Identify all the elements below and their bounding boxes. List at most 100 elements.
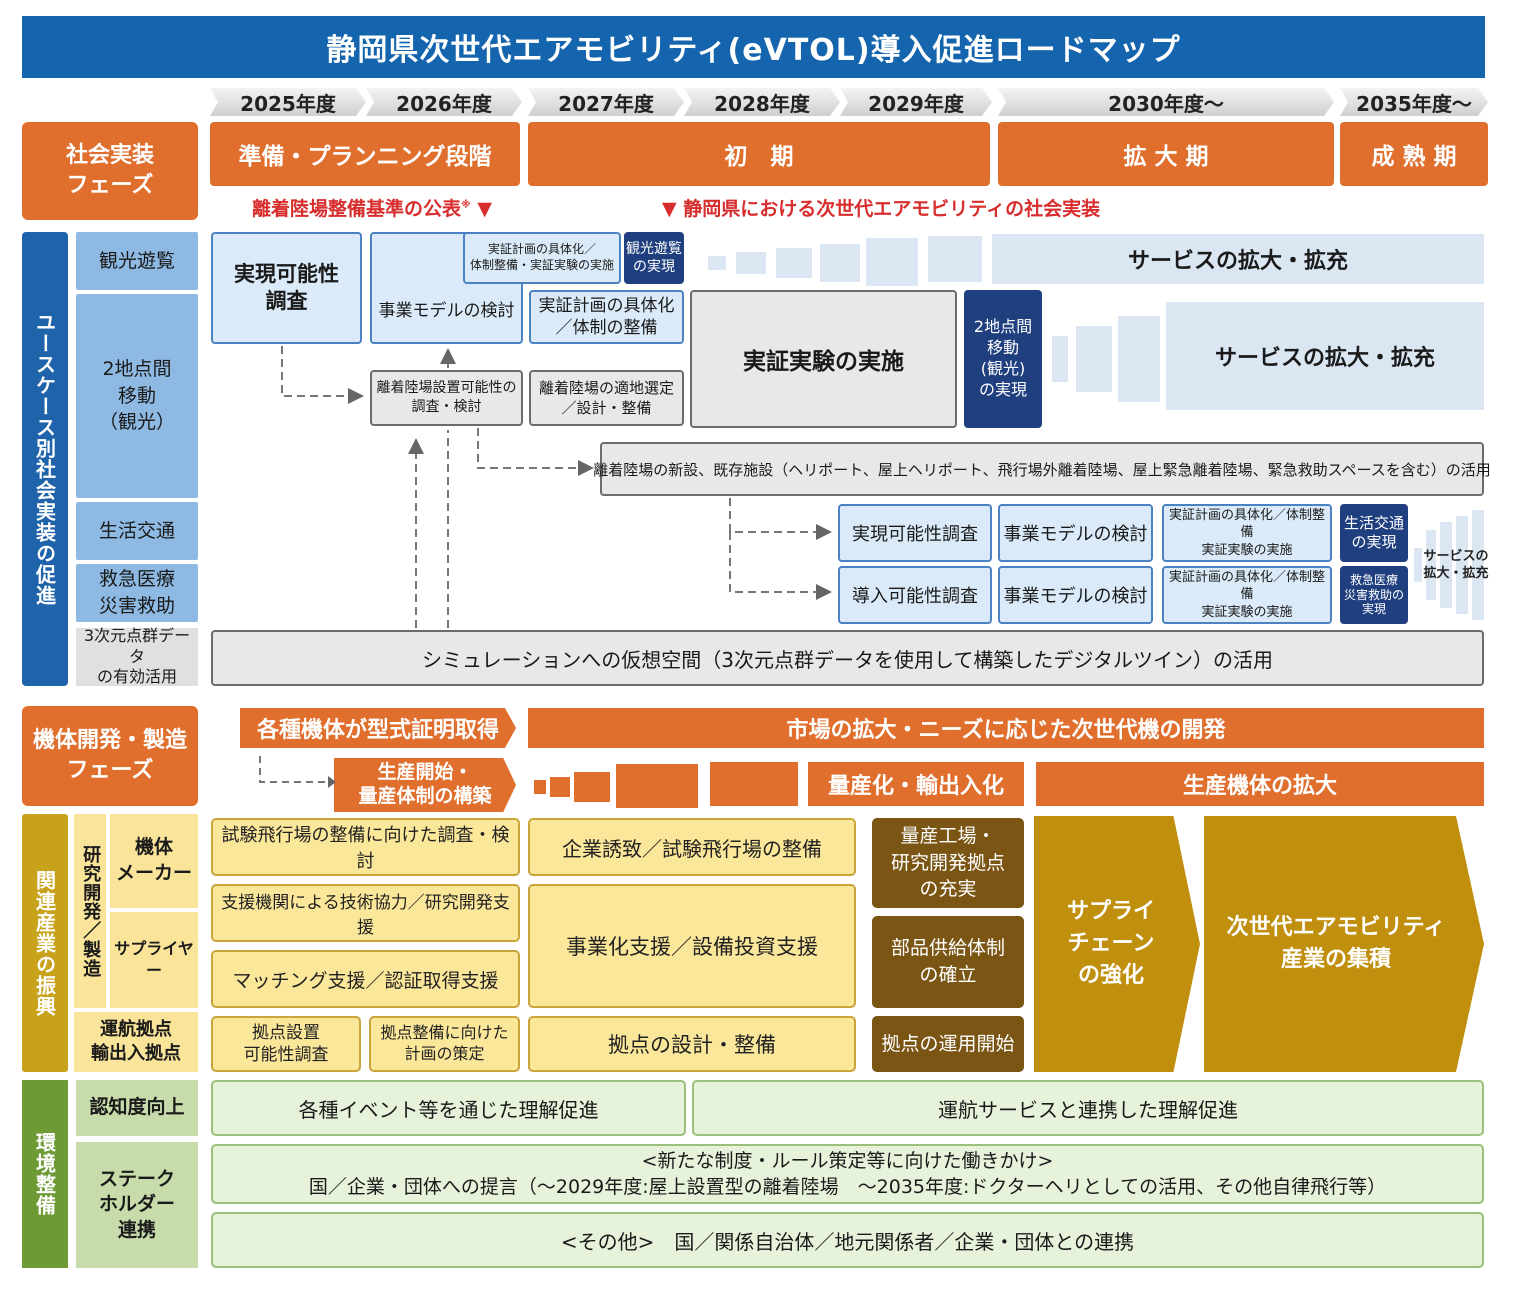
mass-export-bar: 量産化・輸出入化 — [808, 762, 1024, 806]
growth-block — [574, 772, 610, 802]
life-business-model-box: 事業モデルの検討 — [998, 504, 1153, 562]
milestone-triangle-icon: ▼ — [477, 198, 492, 220]
type-cert-bar: 各種機体が型式証明取得 — [240, 708, 516, 748]
service-expand-block — [1414, 548, 1422, 582]
parts-supply-box: 部品供給体制 の確立 — [872, 916, 1024, 1008]
plan-concrete-box: 実証計画の具体化 ／体制の整備 — [529, 290, 684, 344]
page-title: 静岡県次世代エアモビリティ(eVTOL)導入促進ロードマップ — [22, 16, 1485, 78]
events-box: 各種イベント等を通じた理解促進 — [211, 1080, 686, 1136]
next-gen-bar: 市場の拡大・ニーズに応じた次世代機の開発 — [528, 708, 1484, 748]
base-feasibility-box: 拠点設置 可能性調査 — [211, 1016, 361, 1072]
service-expand-block — [736, 252, 766, 274]
category-life-transport: 生活交通 — [76, 502, 198, 560]
growth-block — [550, 777, 570, 797]
rules-body: 国／企業・団体への提言（〜2029年度:屋上設置型の離着陸場 〜2035年度:ド… — [308, 1175, 1387, 1198]
service-expand-block — [1456, 516, 1468, 614]
life-plan-demo-box: 実証計画の具体化／体制整備 実証実験の実施 — [1162, 504, 1332, 562]
service-expand-block — [928, 236, 982, 282]
emergency-plan-demo-box: 実証計画の具体化／体制整備 実証実験の実施 — [1162, 566, 1332, 624]
milestone-implementation: ▼ 静岡県における次世代エアモビリティの社会実装 — [662, 194, 1100, 221]
social-phase-label: 社会実装 フェーズ — [22, 122, 198, 220]
supply-chain-arrow: サプライ チェーン の強化 — [1034, 816, 1200, 1072]
rules-box: <新たな制度・ルール策定等に向けた働きかけ> 国／企業・団体への提言（〜2029… — [211, 1144, 1484, 1204]
environment-section-text: 環境整備 — [32, 1132, 57, 1216]
phase-initial: 初 期 — [528, 122, 990, 186]
service-expand-block — [776, 248, 812, 278]
demo-box: 実証実験の実施 — [690, 290, 957, 428]
category-emergency: 救急医療 災害救助 — [76, 564, 198, 622]
service-expand-block — [1472, 510, 1484, 620]
category-3d-data: 3次元点群データ の有効活用 — [76, 626, 198, 686]
year-2035-plus: 2035年度〜 — [1340, 88, 1488, 116]
life-feasibility-box: 実現可能性調査 — [838, 504, 992, 562]
dashed-arrow — [281, 346, 364, 404]
category-sightseeing: 観光遊覧 — [76, 232, 198, 290]
p2p-realized-box: 2地点間 移動 (観光) の実現 — [964, 290, 1042, 428]
growth-block — [534, 780, 546, 794]
year-2029: 2029年度 — [840, 88, 992, 116]
dashed-arrow — [729, 532, 832, 600]
base-label: 運航拠点 輸出入拠点 — [74, 1012, 198, 1072]
milestone-triangle-icon: ▼ — [662, 198, 677, 220]
service-expand-block — [1076, 326, 1112, 392]
industry-section-label: 関連産業の振興 — [22, 814, 68, 1072]
service-expand-block — [708, 256, 726, 270]
usecase-section-text: ユースケース別社会実装の促進 — [32, 312, 57, 606]
vertiport-select-box: 離着陸場の適地選定 ／設計・整備 — [529, 370, 684, 426]
dashed-arrow — [477, 428, 594, 476]
environment-section-label: 環境整備 — [22, 1080, 68, 1268]
dashed-arrow — [259, 756, 328, 783]
service-expand-block — [1426, 530, 1436, 600]
others-box: <その他> 国／関係自治体／地元関係者／企業・団体との連携 — [211, 1212, 1484, 1268]
rd-manufacturing-text: 研究開発／製造 — [80, 844, 102, 978]
year-2027: 2027年度 — [528, 88, 684, 116]
service-expand-sightseeing: サービスの拡大・拡充 — [992, 234, 1484, 284]
service-expand-block — [1052, 336, 1068, 382]
test-field-survey-box: 試験飛行場の整備に向けた調査・検討 — [211, 818, 520, 876]
service-expand-block — [1118, 316, 1160, 402]
expand-prod-bar: 生産機体の拡大 — [1036, 762, 1484, 806]
connector-layer — [259, 756, 336, 788]
attract-box: 企業誘致／試験飛行場の整備 — [528, 818, 856, 876]
production-start-bar: 生産開始・ 量産体制の構築 — [334, 758, 516, 812]
tech-support-box: 支援機関による技術協力／研究開発支援 — [211, 884, 520, 942]
growth-block — [710, 762, 798, 806]
service-expand-block — [820, 244, 860, 282]
service-expand-text: サービスの拡大・拡充 — [1127, 249, 1348, 274]
base-plan-box: 拠点整備に向けた 計画の策定 — [369, 1016, 520, 1072]
category-p2p: 2地点間 移動 （観光） — [76, 294, 198, 498]
supplier-label: サプライヤー — [110, 912, 198, 1008]
phase-preparation: 準備・プランニング段階 — [210, 122, 520, 186]
usecase-section-label: ユースケース別社会実装の促進 — [22, 232, 68, 686]
biz-support-box: 事業化支援／設備投資支援 — [528, 884, 856, 1008]
service-expand-block — [866, 238, 918, 286]
digital-twin-box: シミュレーションへの仮想空間（3次元点群データを使用して構築したデジタルツイン）… — [211, 630, 1484, 686]
matching-box: マッチング支援／認証取得支援 — [211, 950, 520, 1008]
manufacturing-phase-label: 機体開発・製造 フェーズ — [22, 706, 198, 806]
feasibility-study-box: 実現可能性 調査 — [211, 232, 362, 344]
service-expand-p2p: サービスの拡大・拡充 — [1166, 302, 1484, 410]
service-linked-box: 運航サービスと連携した理解促進 — [692, 1080, 1484, 1136]
year-2025: 2025年度 — [210, 88, 366, 116]
year-2026: 2026年度 — [366, 88, 522, 116]
milestone-standard-text: 離着陸場整備基準の公表 — [252, 198, 462, 220]
cluster-arrow: 次世代エアモビリティ 産業の集積 — [1204, 816, 1484, 1072]
year-2030-plus: 2030年度〜 — [998, 88, 1334, 116]
milestone-standard: 離着陸場整備基準の公表※ ▼ — [252, 194, 492, 221]
growth-block — [616, 764, 698, 808]
arrow-head-icon — [328, 776, 336, 788]
life-realized-box: 生活交通 の実現 — [1340, 504, 1408, 562]
phase-expansion: 拡 大 期 — [998, 122, 1334, 186]
milestone-implementation-text: 静岡県における次世代エアモビリティの社会実装 — [683, 198, 1101, 220]
service-expand-small-text: サービスの 拡大・拡充 — [1423, 549, 1489, 581]
base-design-box: 拠点の設計・整備 — [528, 1016, 856, 1072]
stakeholder-label: ステーク ホルダー 連携 — [76, 1142, 198, 1268]
service-expand-text: サービスの拡大・拡充 — [1214, 346, 1435, 371]
vertiport-use-box: 離着陸場の新設、既存施設（ヘリポート、屋上ヘリポート、飛行場外離着陸場、屋上緊急… — [593, 442, 1491, 496]
factory-box: 量産工場・ 研究開発拠点 の充実 — [872, 818, 1024, 908]
vertiport-survey-box: 離着陸場設置可能性の 調査・検討 — [370, 370, 523, 426]
tour-realized-box: 観光遊覧 の実現 — [624, 232, 684, 284]
awareness-label: 認知度向上 — [76, 1080, 198, 1136]
phase-mature: 成 熟 期 — [1340, 122, 1488, 186]
year-2028: 2028年度 — [684, 88, 840, 116]
